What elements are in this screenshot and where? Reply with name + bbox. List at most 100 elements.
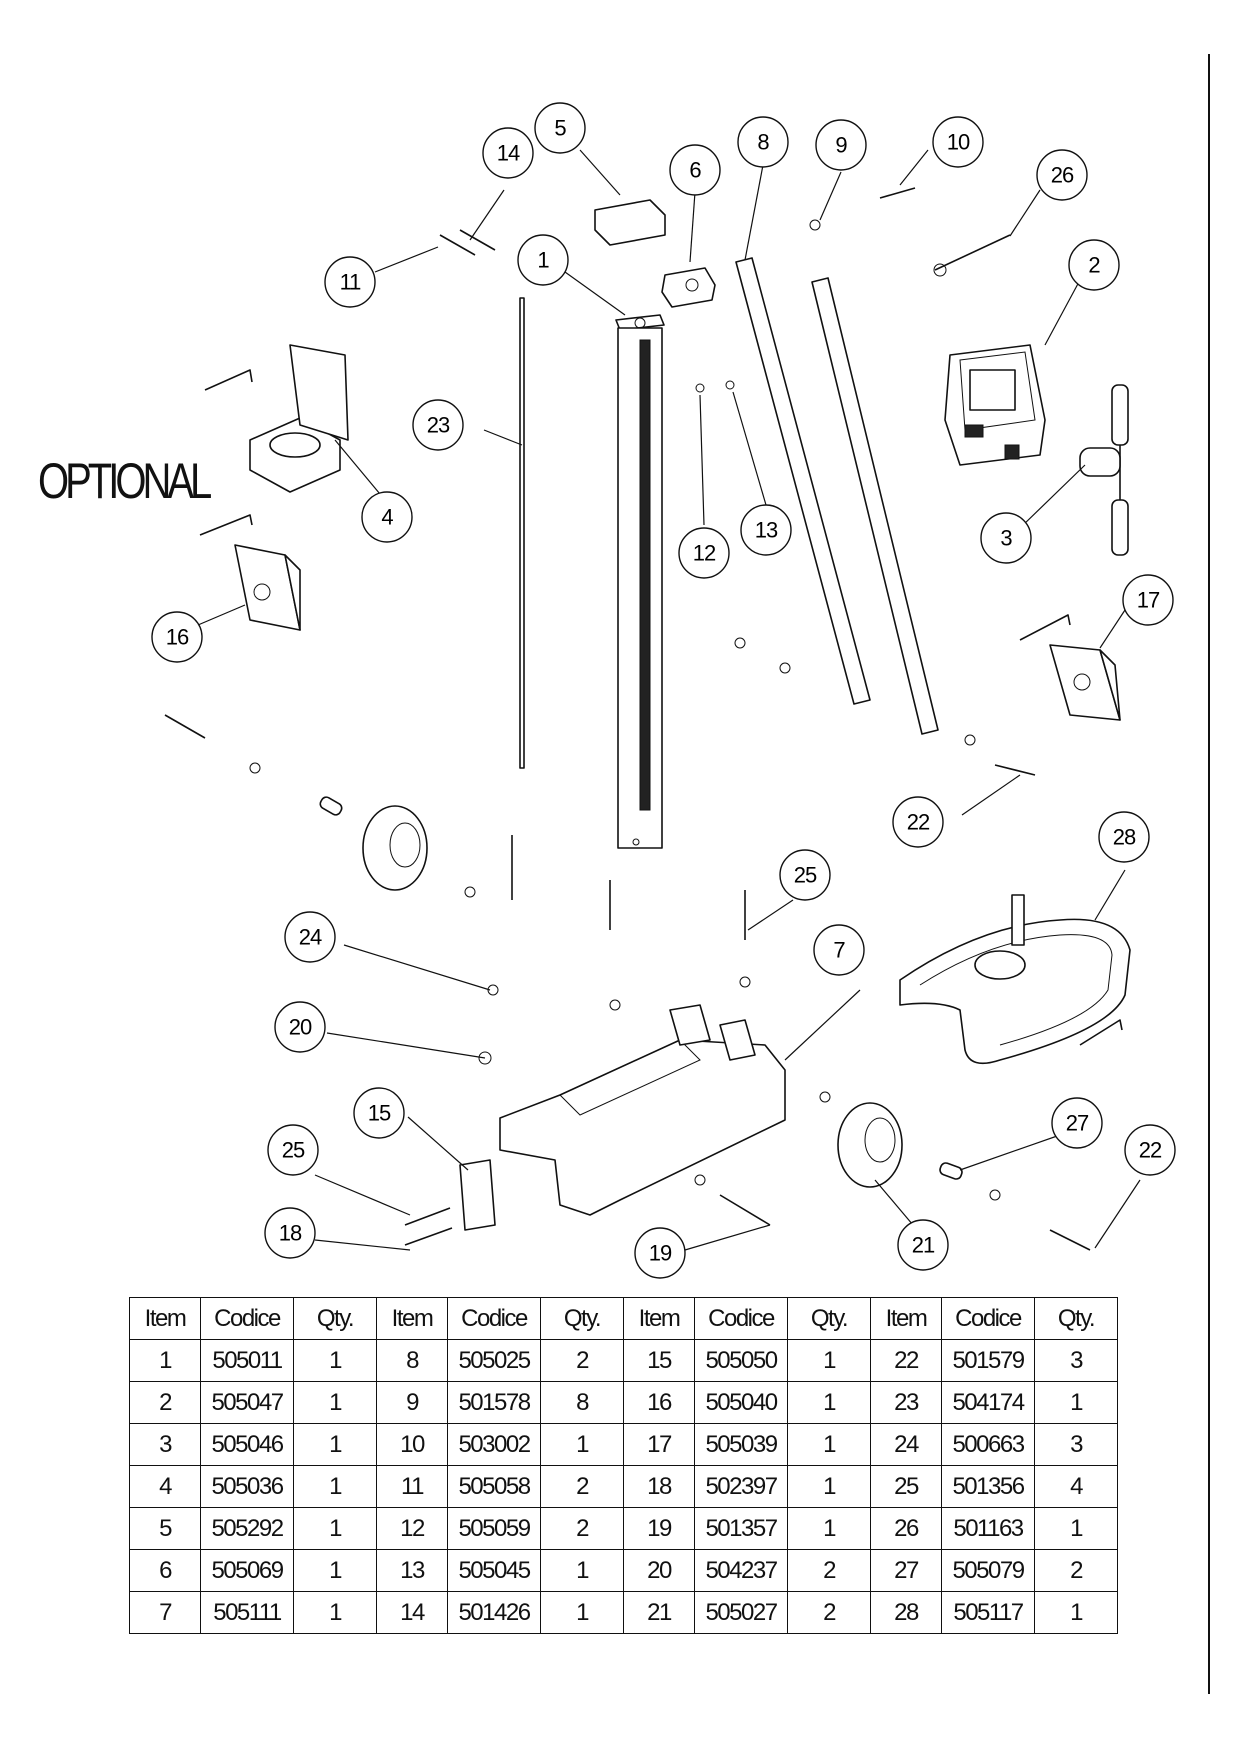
cell-item: 8 — [376, 1339, 448, 1382]
cell-item: 21 — [623, 1591, 695, 1634]
cell-code: 505036 — [200, 1465, 294, 1508]
callout-14: 14 — [482, 127, 534, 179]
callout-5: 5 — [534, 102, 586, 154]
callout-label: 22 — [1139, 1138, 1162, 1163]
callout-label: 12 — [693, 541, 716, 566]
wrench-part — [933, 234, 1011, 277]
cell-qty: 1 — [787, 1339, 871, 1382]
base-part — [499, 1004, 786, 1216]
column-part — [615, 314, 665, 849]
callout-label: 1 — [537, 248, 549, 273]
callout-label: 8 — [757, 130, 769, 155]
cell-item: 9 — [376, 1381, 448, 1424]
callout-3: 3 — [980, 512, 1032, 564]
callout-label: 6 — [689, 158, 701, 183]
rails-part — [735, 257, 939, 735]
cell-qty: 1 — [787, 1381, 871, 1424]
callout-label: 2 — [1088, 253, 1100, 278]
callout-label: 25 — [282, 1138, 305, 1163]
table-header-row: Item Codice Qty. Item Codice Qty. Item C… — [129, 1297, 1118, 1340]
callout-label: 15 — [368, 1101, 391, 1126]
wheel-part — [362, 805, 903, 1188]
cell-item: 2 — [129, 1381, 201, 1424]
callout-24: 24 — [284, 911, 336, 963]
cell-code: 505046 — [200, 1423, 294, 1466]
cell-item: 15 — [623, 1339, 695, 1382]
callout-25-upper: 25 — [779, 849, 831, 901]
callout-2: 2 — [1068, 239, 1120, 291]
callout-9: 9 — [815, 119, 867, 171]
cell-code: 501356 — [941, 1465, 1035, 1508]
handle-part — [1079, 384, 1129, 556]
cell-item: 17 — [623, 1423, 695, 1466]
cell-item: 10 — [376, 1423, 448, 1466]
callout-20: 20 — [274, 1001, 326, 1053]
callout-label: 16 — [166, 625, 189, 650]
cell-code: 505111 — [200, 1591, 294, 1634]
plate-17-part — [1019, 614, 1121, 721]
cell-qty: 1 — [1034, 1381, 1118, 1424]
callout-label: 22 — [907, 810, 930, 835]
cell-qty: 1 — [293, 1423, 377, 1466]
cell-code: 505039 — [694, 1423, 788, 1466]
callout-16: 16 — [151, 611, 203, 663]
callout-7: 7 — [813, 924, 865, 976]
callout-label: 10 — [947, 130, 970, 155]
callout-label: 11 — [340, 270, 362, 295]
cell-qty: 1 — [540, 1549, 624, 1592]
cell-code: 502397 — [694, 1465, 788, 1508]
cell-item: 14 — [376, 1591, 448, 1634]
cell-item: 23 — [870, 1381, 942, 1424]
callout-label: 25 — [794, 863, 817, 888]
cell-item: 7 — [129, 1591, 201, 1634]
callout-17: 17 — [1122, 574, 1174, 626]
cell-qty: 1 — [787, 1507, 871, 1550]
cell-item: 28 — [870, 1591, 942, 1634]
cell-qty: 1 — [293, 1381, 377, 1424]
cell-item: 18 — [623, 1465, 695, 1508]
carriage-part — [944, 344, 1046, 466]
header-qty: Qty. — [1034, 1297, 1118, 1340]
cell-qty: 2 — [540, 1465, 624, 1508]
callout-label: 18 — [279, 1221, 302, 1246]
cell-code: 504174 — [941, 1381, 1035, 1424]
cell-code: 505292 — [200, 1507, 294, 1550]
cell-qty: 2 — [540, 1507, 624, 1550]
cell-qty: 1 — [1034, 1507, 1118, 1550]
callout-13: 13 — [740, 504, 792, 556]
cell-code: 505011 — [200, 1339, 294, 1382]
rack-strip-part — [519, 297, 525, 769]
callout-28: 28 — [1098, 811, 1150, 863]
cell-qty: 4 — [1034, 1465, 1118, 1508]
cell-code: 505059 — [447, 1507, 541, 1550]
callout-label: 28 — [1113, 825, 1136, 850]
header-item: Item — [623, 1297, 695, 1340]
parts-table: Item Codice Qty. Item Codice Qty. Item C… — [129, 1297, 1118, 1634]
cell-code: 505045 — [447, 1549, 541, 1592]
header-item: Item — [376, 1297, 448, 1340]
cell-code: 505069 — [200, 1549, 294, 1592]
cell-item: 4 — [129, 1465, 201, 1508]
callout-label: 13 — [755, 518, 778, 543]
callout-4: 4 — [361, 491, 413, 543]
header-item: Item — [870, 1297, 942, 1340]
cell-item: 1 — [129, 1339, 201, 1382]
cell-qty: 1 — [293, 1507, 377, 1550]
callout-label: 20 — [289, 1015, 312, 1040]
cell-code: 501426 — [447, 1591, 541, 1634]
cell-code: 501163 — [941, 1507, 1035, 1550]
callout-19: 19 — [634, 1227, 686, 1279]
header-qty: Qty. — [293, 1297, 377, 1340]
page-rule — [1208, 54, 1210, 1694]
callout-18: 18 — [264, 1207, 316, 1259]
header-code: Codice — [447, 1297, 541, 1340]
cell-qty: 2 — [1034, 1549, 1118, 1592]
callout-27: 27 — [1051, 1097, 1103, 1149]
cell-item: 19 — [623, 1507, 695, 1550]
cell-item: 13 — [376, 1549, 448, 1592]
